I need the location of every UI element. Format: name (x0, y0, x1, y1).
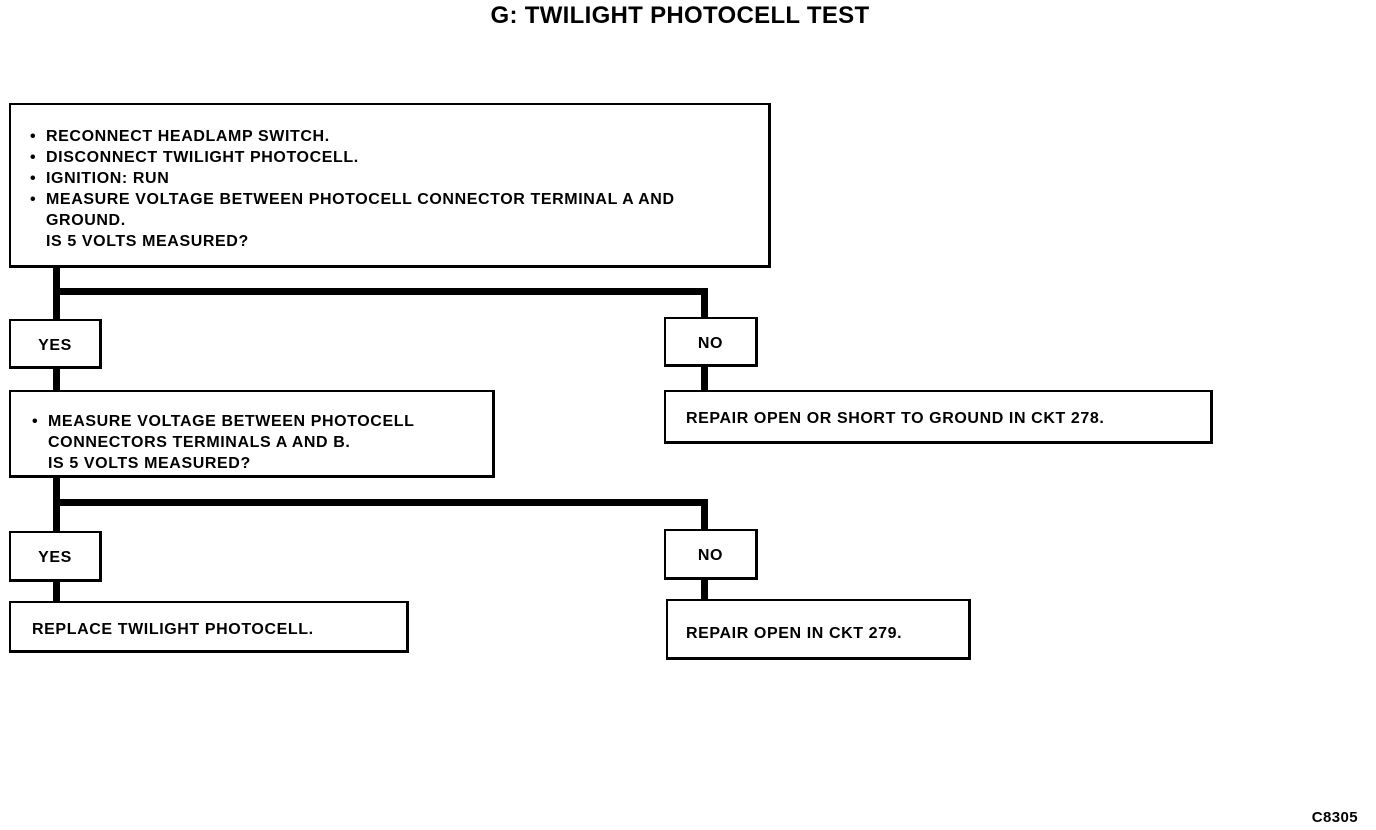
step1-question: IS 5 VOLTS MEASURED? (46, 233, 249, 250)
connector-step1-no-down (701, 288, 708, 318)
step2-item: MEASURE VOLTAGE BETWEEN PHOTOCELL CONNEC… (31, 411, 486, 453)
step1-item: IGNITION: RUN (29, 168, 758, 189)
step2-no-action-box: REPAIR OPEN IN CKT 279. (666, 599, 971, 660)
step1-list: RECONNECT HEADLAMP SWITCH. DISCONNECT TW… (29, 126, 758, 231)
step2-yes-label: YES (9, 531, 102, 582)
step1-box: RECONNECT HEADLAMP SWITCH. DISCONNECT TW… (9, 103, 771, 268)
connector-step2-branch (53, 499, 708, 506)
step1-item: DISCONNECT TWILIGHT PHOTOCELL. (29, 147, 758, 168)
step1-no-label: NO (664, 317, 758, 367)
connector-step2-no-down (701, 499, 708, 530)
step1-no-action-box: REPAIR OPEN OR SHORT TO GROUND IN CKT 27… (664, 390, 1213, 444)
connector-step1-branch (53, 288, 708, 295)
diagram-title: G: TWILIGHT PHOTOCELL TEST (490, 2, 870, 29)
connector-no1-to-action (701, 365, 708, 392)
connector-no2-to-action (701, 578, 708, 601)
figure-code: C8305 (1311, 809, 1358, 826)
step1-item: RECONNECT HEADLAMP SWITCH. (29, 126, 758, 147)
step2-yes-action-box: REPLACE TWILIGHT PHOTOCELL. (9, 601, 409, 653)
step2-no-label: NO (664, 529, 758, 580)
connector-yes2-to-action (53, 580, 60, 603)
connector-yes1-to-step2 (53, 368, 60, 392)
step2-list: MEASURE VOLTAGE BETWEEN PHOTOCELL CONNEC… (31, 411, 486, 453)
step1-yes-label: YES (9, 319, 102, 369)
step1-item: MEASURE VOLTAGE BETWEEN PHOTOCELL CONNEC… (29, 189, 758, 231)
step2-box: MEASURE VOLTAGE BETWEEN PHOTOCELL CONNEC… (9, 390, 495, 478)
step2-question: IS 5 VOLTS MEASURED? (48, 455, 251, 472)
